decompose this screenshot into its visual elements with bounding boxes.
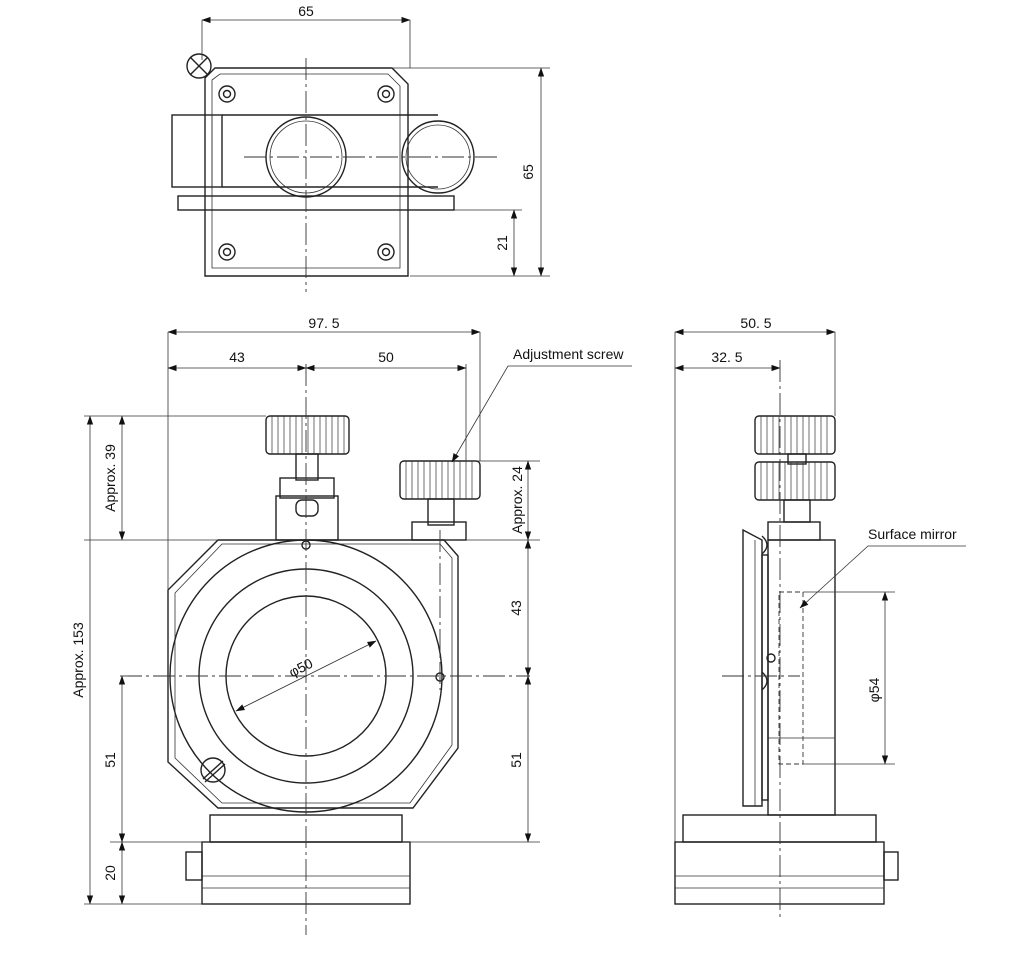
dim-left-51: 51 <box>102 752 118 768</box>
front-dimensions <box>84 328 632 905</box>
dim-right-51: 51 <box>508 752 524 768</box>
dim-front-left: 43 <box>229 349 245 365</box>
top-dimensions <box>201 16 550 277</box>
dim-top-width: 65 <box>298 3 314 19</box>
dim-mirror-diameter: φ54 <box>866 677 882 702</box>
callout-surface-mirror: Surface mirror <box>868 526 957 542</box>
dim-front-width: 97. 5 <box>308 315 339 331</box>
top-screws <box>218 85 395 261</box>
front-view <box>120 364 530 935</box>
dim-top-offset: 21 <box>494 235 510 251</box>
dimension-labels: 65 65 21 97. 5 43 50 Approx. 39 Approx. … <box>70 3 957 881</box>
dim-right-43: 43 <box>508 600 524 616</box>
dim-side-offset: 32. 5 <box>711 349 742 365</box>
dim-approx-39: Approx. 39 <box>102 444 118 512</box>
side-dimensions <box>674 328 966 842</box>
top-view <box>171 53 500 292</box>
dim-front-right: 50 <box>378 349 394 365</box>
dim-left-20: 20 <box>102 865 118 881</box>
dim-top-height: 65 <box>520 164 536 180</box>
dim-side-width: 50. 5 <box>740 315 771 331</box>
dim-approx-153: Approx. 153 <box>70 622 86 698</box>
callout-adjustment-screw: Adjustment screw <box>513 346 624 362</box>
dim-approx-24: Approx. 24 <box>509 466 525 534</box>
side-view <box>674 360 899 918</box>
